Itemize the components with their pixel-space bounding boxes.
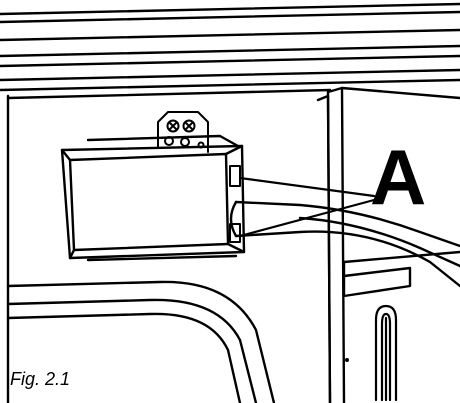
window-frame [6,280,276,403]
callout-label: A [370,133,427,221]
top-rails [0,2,460,100]
door-post [316,86,460,403]
clip-tabs [229,165,241,243]
callout-leaders [238,176,376,238]
cable-bundle [229,200,460,288]
figure-caption: Fig. 2.1 [10,369,71,389]
slot-handle [374,304,398,402]
control-box [60,134,246,262]
small-screw-dot [345,358,349,362]
lower-panel [342,250,460,298]
